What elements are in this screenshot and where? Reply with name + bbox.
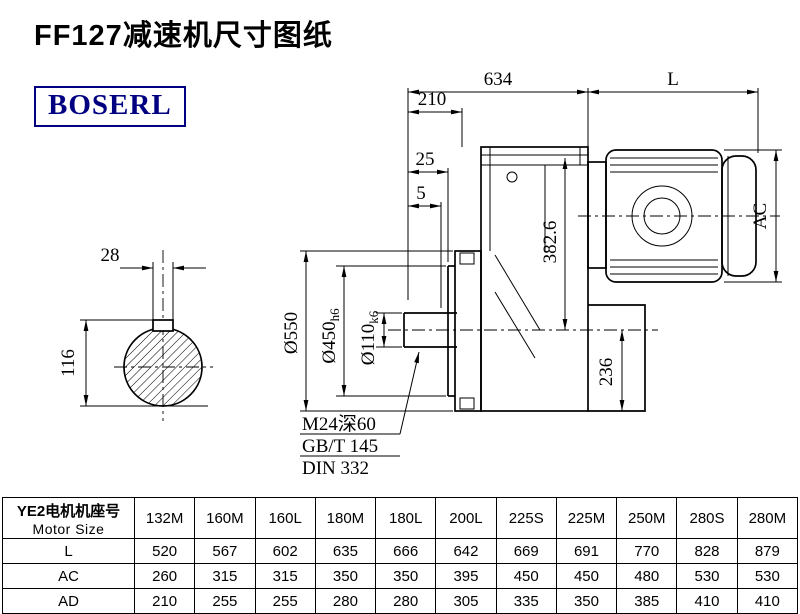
value-cell: 350 (555, 588, 618, 614)
column-header: 160M (194, 497, 256, 539)
value-cell: 260 (133, 563, 196, 589)
page-title: FF127减速机尺寸图纸 (34, 20, 333, 52)
value-cell: 350 (314, 563, 377, 589)
column-header: 132M (133, 497, 196, 539)
value-cell: 335 (495, 588, 557, 614)
value-cell: 530 (676, 563, 738, 589)
shaft-end-view: 28 116 (58, 245, 213, 421)
dim-116-label: 116 (58, 349, 79, 377)
row-label: L (2, 538, 135, 564)
dim-AC: AC (724, 149, 782, 283)
table-row: L 520 567 602 635 666 642 669 691 770 82… (2, 538, 799, 564)
dim-634-label: 634 (484, 69, 513, 90)
motor-size-header-cn: YE2电机机座号 (16, 502, 121, 520)
brand-text: BOSERL (48, 89, 172, 121)
note-gb-standard: GB/T 145 (302, 436, 378, 457)
motor-size-table: YE2电机机座号 Motor Size 132M 160M 160L 180M … (2, 497, 799, 614)
brand-logo: BOSERL (34, 86, 186, 127)
note-din-standard: DIN 332 (302, 458, 369, 479)
column-header: 225S (495, 497, 557, 539)
column-header: 225M (555, 497, 618, 539)
dim-28: 28 (101, 245, 206, 320)
table-header-row: YE2电机机座号 Motor Size 132M 160M 160L 180M … (2, 497, 799, 539)
dim-110: Ø110k6 (358, 310, 402, 365)
dim-450-label: Ø450h6 (319, 308, 342, 364)
dim-634: 634 (407, 69, 589, 300)
value-cell: 410 (676, 588, 738, 614)
keyway (152, 319, 174, 332)
motor-adapter (587, 161, 607, 269)
value-cell: 280 (375, 588, 437, 614)
flange (447, 250, 482, 412)
main-view: 634 L 210 25 5 (281, 69, 782, 479)
motor-size-header-en: Motor Size (32, 520, 105, 537)
column-header: 180L (375, 497, 437, 539)
column-header: 280S (676, 497, 738, 539)
column-header: 250M (616, 497, 678, 539)
row-label: AC (2, 563, 135, 589)
value-cell: 666 (375, 538, 437, 564)
note-thread: M24深60 (302, 413, 376, 435)
dim-AC-label: AC (750, 203, 771, 229)
column-header: 280M (736, 497, 799, 539)
dim-110-label: Ø110k6 (358, 310, 381, 365)
column-header: 200L (435, 497, 497, 539)
value-cell: 691 (555, 538, 618, 564)
column-header: 180M (314, 497, 377, 539)
value-cell: 305 (435, 588, 497, 614)
value-cell: 770 (616, 538, 678, 564)
dim-382-label: 382.6 (540, 221, 561, 264)
value-cell: 635 (314, 538, 377, 564)
dim-5-label: 5 (416, 183, 426, 204)
value-cell: 315 (194, 563, 256, 589)
value-cell: 602 (254, 538, 316, 564)
dim-116: 116 (58, 319, 208, 407)
dim-550: Ø550 (281, 250, 453, 412)
value-cell: 410 (736, 588, 799, 614)
value-cell: 530 (736, 563, 799, 589)
dim-210: 210 (408, 89, 463, 147)
dim-450: Ø450h6 (319, 265, 446, 397)
value-cell: 828 (676, 538, 738, 564)
value-cell: 669 (495, 538, 557, 564)
value-cell: 480 (616, 563, 678, 589)
table-row: AD 210 255 255 280 280 305 335 350 385 4… (2, 588, 799, 614)
shaft-notes: M24深60 GB/T 145 DIN 332 (300, 351, 420, 479)
table-row: AC 260 315 315 350 350 395 450 450 480 5… (2, 563, 799, 589)
fan-cover (721, 155, 757, 277)
dim-L: L (588, 69, 759, 153)
value-cell: 450 (555, 563, 618, 589)
value-cell: 520 (133, 538, 196, 564)
gearbox-housing (480, 146, 646, 412)
dim-210-label: 210 (418, 89, 447, 110)
value-cell: 210 (133, 588, 196, 614)
dim-550-label: Ø550 (281, 312, 302, 354)
dim-5: 5 (408, 183, 442, 308)
value-cell: 280 (314, 588, 377, 614)
dim-236-label: 236 (596, 358, 617, 387)
value-cell: 350 (375, 563, 437, 589)
value-cell: 879 (736, 538, 799, 564)
row-label: AD (2, 588, 135, 614)
dimension-drawing: 28 116 (58, 69, 782, 479)
value-cell: 567 (194, 538, 256, 564)
value-cell: 385 (616, 588, 678, 614)
dim-28-label: 28 (101, 245, 120, 266)
dim-L-label: L (667, 69, 679, 90)
value-cell: 450 (495, 563, 557, 589)
dim-25: 25 (408, 149, 449, 262)
value-cell: 255 (194, 588, 256, 614)
value-cell: 642 (435, 538, 497, 564)
dim-382: 382.6 (540, 158, 568, 330)
motor-size-header: YE2电机机座号 Motor Size (2, 497, 135, 539)
value-cell: 255 (254, 588, 316, 614)
dim-236: 236 (596, 330, 625, 411)
dim-25-label: 25 (416, 149, 435, 170)
value-cell: 315 (254, 563, 316, 589)
motor (587, 149, 757, 283)
column-header: 160L (254, 497, 316, 539)
value-cell: 395 (435, 563, 497, 589)
